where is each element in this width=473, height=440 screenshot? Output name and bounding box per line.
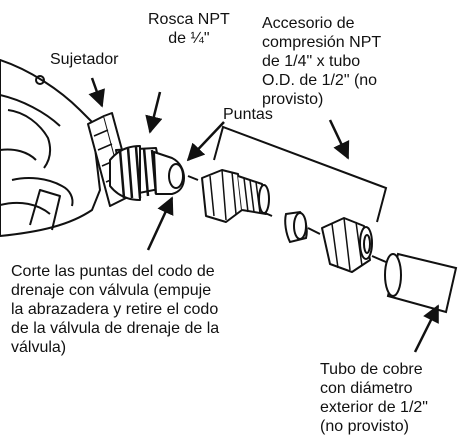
label-rosca-npt: Rosca NPT de ¼" [148, 11, 230, 47]
axis-dash-3 [307, 227, 321, 235]
label-puntas: Puntas [223, 106, 273, 123]
bracket [213, 125, 388, 223]
label-corte-instruccion: Corte las puntas del codo de drenaje con… [11, 263, 220, 356]
arrow-sujetador [88, 77, 105, 108]
label-accesorio-compresion: Accesorio de compresión NPT de 1/4" x tu… [262, 15, 382, 108]
drain-elbow-threaded [109, 145, 185, 201]
label-sujetador: Sujetador [50, 51, 119, 68]
arrow-tubo [413, 304, 440, 353]
arrow-puntas [186, 121, 225, 162]
axis-dash-1 [187, 175, 199, 181]
arrow-rosca [145, 91, 163, 134]
compression-fitting [201, 169, 270, 223]
valve-body [0, 59, 101, 237]
arrow-corte [146, 196, 174, 251]
ferrule [284, 210, 308, 244]
label-tubo-cobre: Tubo de cobre con diámetro exterior de 1… [320, 361, 428, 435]
copper-tube [384, 252, 458, 314]
compression-nut [321, 217, 373, 273]
arrow-accesorio [328, 119, 350, 160]
axis-dash-4 [371, 255, 387, 263]
